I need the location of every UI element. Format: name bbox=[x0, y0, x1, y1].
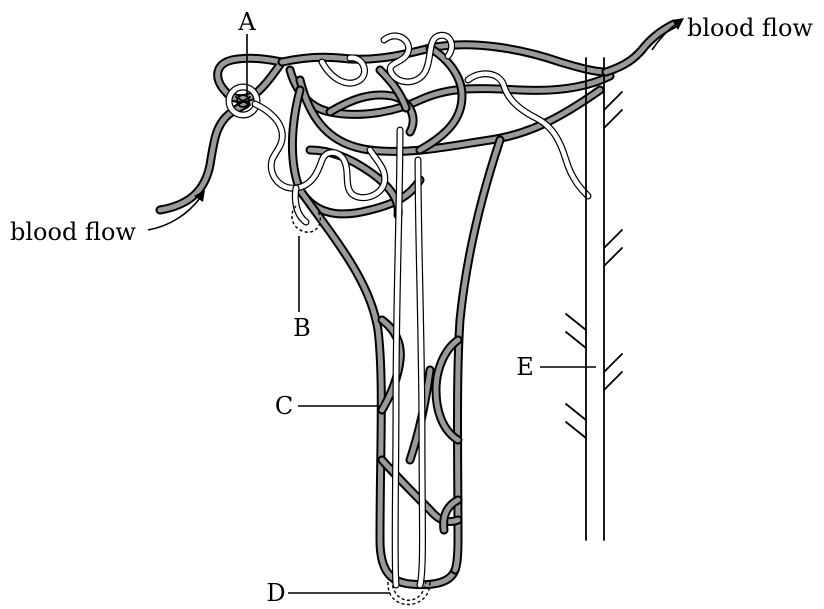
collecting-duct bbox=[566, 58, 622, 540]
label-d: D bbox=[266, 579, 285, 607]
efferent-vessel bbox=[606, 24, 674, 72]
glomerulus bbox=[218, 58, 282, 115]
label-a: A bbox=[237, 8, 256, 36]
label-flow-in: blood flow bbox=[10, 218, 136, 246]
label-flow-out: blood flow bbox=[687, 14, 813, 42]
label-c: C bbox=[275, 392, 293, 420]
peritubular-capillaries bbox=[282, 45, 610, 585]
label-e: E bbox=[516, 353, 534, 381]
label-b: B bbox=[293, 314, 311, 342]
